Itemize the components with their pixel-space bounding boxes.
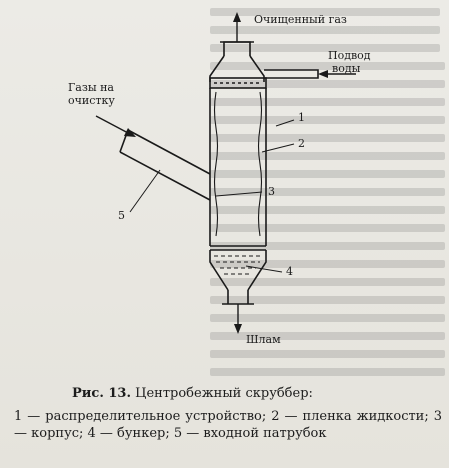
label-n5: 5 (118, 209, 125, 222)
gas-outlet-pipe (223, 41, 251, 56)
water-inlet-pipe (264, 69, 319, 79)
gas-in-arrow (95, 115, 131, 135)
label-n3: 3 (268, 185, 275, 198)
label-n4: 4 (286, 265, 293, 278)
caption-number: Рис. 13. (72, 386, 132, 401)
bunker-liquid (214, 255, 262, 275)
figure-legend: 1 — распределительное устройство; 2 — пл… (14, 409, 442, 441)
label-water-inlet-1: Подвод (328, 49, 371, 62)
distributor-device (209, 77, 267, 89)
liquid-film-left (213, 91, 219, 237)
liquid-film-right (257, 91, 263, 237)
label-sludge: Шлам (246, 333, 281, 346)
figure-caption: Рис. 13. Центробежный скруббер: (72, 386, 442, 402)
bleed-through-text (210, 8, 445, 376)
label-gas-in-2: очистку (68, 94, 115, 107)
label-n2: 2 (298, 137, 305, 150)
scrubber-shell (209, 88, 267, 246)
label-gas-in-1: Газы на (68, 81, 114, 94)
gas-inlet-pipe (119, 129, 211, 201)
label-clean-gas: Очищенный газ (254, 13, 347, 26)
centrifugal-scrubber-drawing (95, 12, 356, 334)
label-n1: 1 (298, 111, 305, 124)
bunker (209, 250, 267, 291)
label-water-inlet-2: воды (332, 62, 361, 75)
caption-text: Центробежный скруббер: (131, 386, 313, 401)
